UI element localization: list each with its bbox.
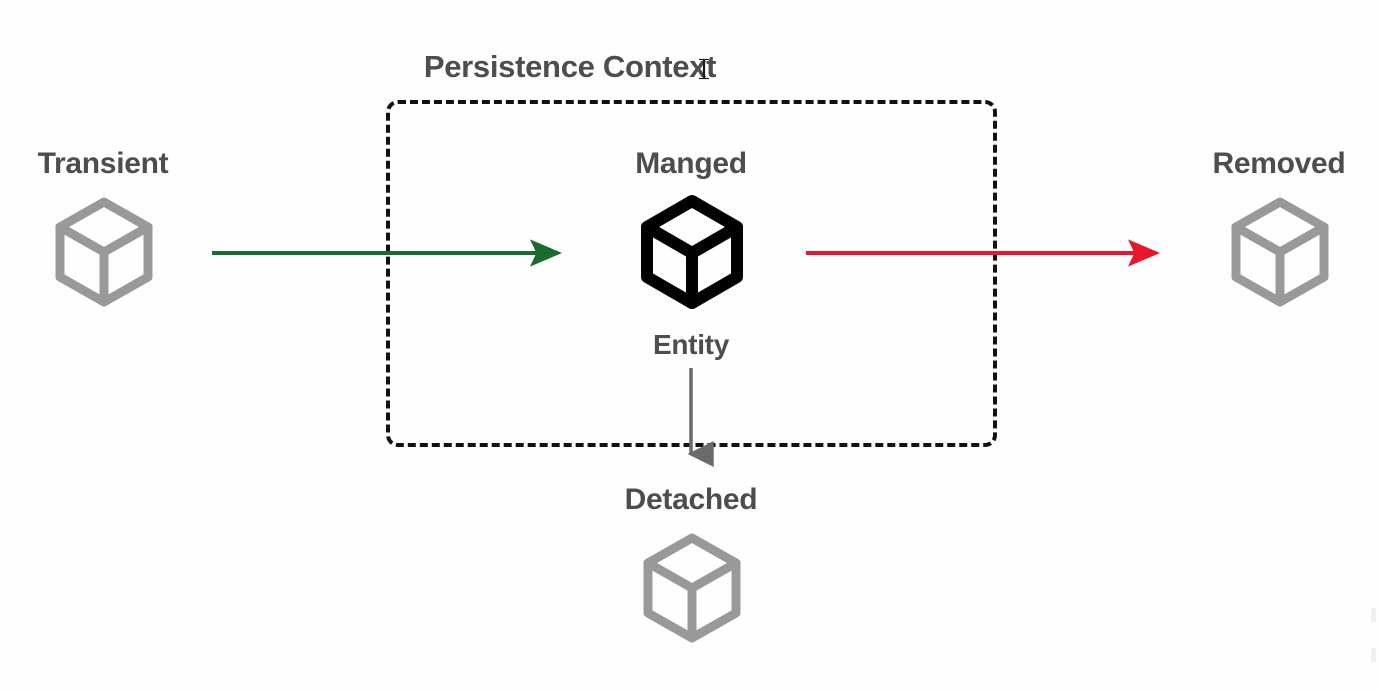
cube-icon-managed-entity (637, 194, 747, 310)
cube-icon-removed (1226, 196, 1334, 308)
node-label-removed: Removed (1212, 147, 1346, 180)
cube-icon-detached (638, 532, 746, 644)
cube-icon-transient (50, 196, 158, 308)
node-sublabel-entity: Entity (653, 329, 729, 360)
arrow-transient-to-managed (212, 239, 562, 267)
arrow-managed-to-detached (687, 368, 714, 467)
edge-scroll-marks (1371, 0, 1376, 690)
node-label-managed: Manged (635, 147, 747, 180)
persistence-context-title: Persistence Context (423, 49, 717, 84)
arrow-managed-to-removed (806, 239, 1160, 267)
node-label-detached: Detached (624, 483, 758, 516)
node-label-transient: Transient (37, 147, 169, 180)
